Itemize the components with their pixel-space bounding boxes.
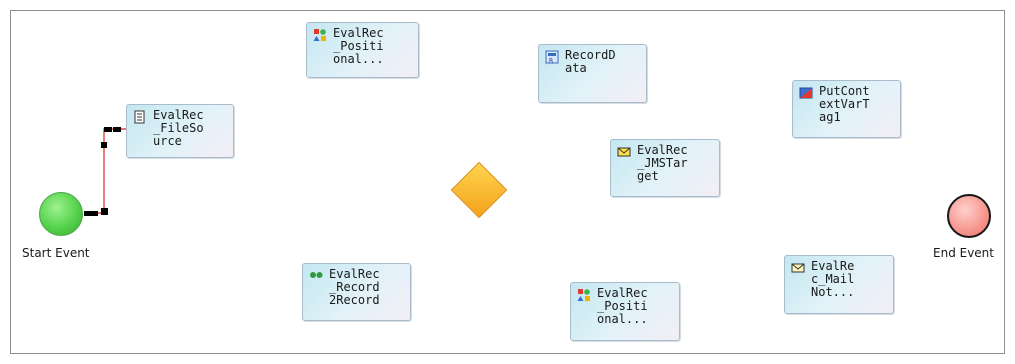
task-label: EvalRec _Record 2Record bbox=[329, 267, 380, 307]
flow-handle[interactable] bbox=[113, 127, 121, 132]
task-label: EvalRec _JMSTar get bbox=[637, 143, 688, 183]
task-label: EvalRec _Positi onal... bbox=[597, 286, 648, 326]
envelope-icon bbox=[791, 263, 805, 273]
task-label: EvalRe c_Mail Not... bbox=[811, 259, 855, 299]
task-label: EvalRec _FileSo urce bbox=[153, 108, 204, 148]
task-evalrec-positional-top[interactable]: EvalRec _Positi onal... bbox=[306, 22, 419, 78]
end-event-label: End Event bbox=[933, 246, 994, 260]
flow-handle[interactable] bbox=[101, 208, 108, 215]
task-evalrec-positional-bottom[interactable]: EvalRec _Positi onal... bbox=[570, 282, 680, 341]
dots-icon bbox=[310, 272, 323, 278]
task-putcontextvartag1[interactable]: PutCont extVarT ag1 bbox=[792, 80, 901, 138]
task-evalrec-jmstarget[interactable]: EvalRec _JMSTar get bbox=[610, 139, 720, 197]
task-label: EvalRec _Positi onal... bbox=[333, 26, 384, 66]
shapes-icon bbox=[577, 289, 590, 301]
context-tag-icon bbox=[799, 87, 813, 99]
end-event-circle[interactable] bbox=[947, 194, 991, 238]
task-evalrec-mailnotification[interactable]: EvalRe c_Mail Not... bbox=[784, 255, 894, 314]
flow-handle[interactable] bbox=[101, 142, 107, 148]
document-icon bbox=[134, 110, 145, 124]
shapes-icon bbox=[313, 29, 326, 41]
task-recorddata[interactable]: R RecordD ata bbox=[538, 44, 647, 103]
envelope-icon bbox=[617, 147, 631, 157]
flow-handle[interactable] bbox=[104, 127, 112, 132]
start-event-circle[interactable] bbox=[39, 192, 83, 236]
flow-handle[interactable] bbox=[84, 211, 90, 216]
task-evalrec-filesource[interactable]: EvalRec _FileSo urce bbox=[126, 104, 234, 158]
task-evalrec-record2record[interactable]: EvalRec _Record 2Record bbox=[302, 263, 411, 321]
flow-handle[interactable] bbox=[90, 211, 98, 216]
task-label: RecordD ata bbox=[565, 48, 616, 75]
start-event-label: Start Event bbox=[22, 246, 90, 260]
sequence-flow-start-to-filesource[interactable] bbox=[86, 128, 126, 214]
task-label: PutCont extVarT ag1 bbox=[819, 84, 870, 124]
svg-text:R: R bbox=[549, 58, 553, 65]
record-data-icon: R bbox=[545, 50, 559, 64]
